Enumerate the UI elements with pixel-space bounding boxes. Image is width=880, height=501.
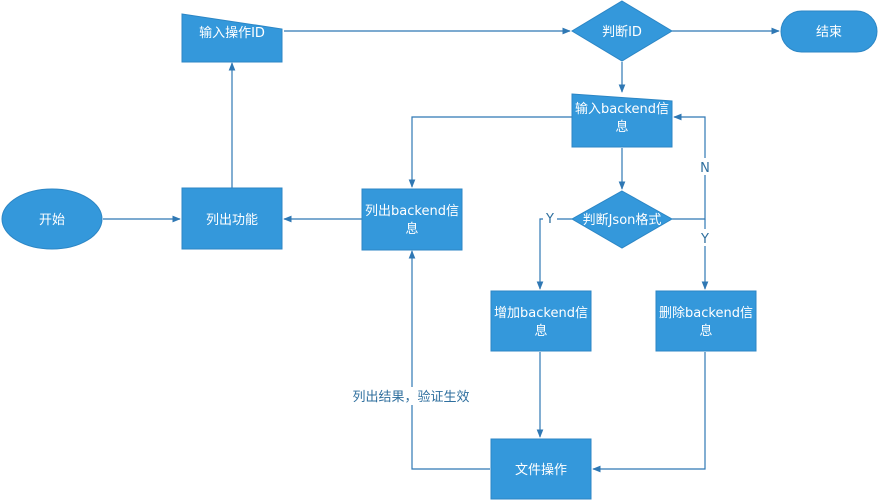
node-list-backend-line2: 息 — [405, 221, 418, 237]
node-file-op[interactable]: 文件操作 — [490, 438, 592, 500]
node-input-backend-line1: 输入backend信 — [575, 101, 669, 117]
node-input-backend-line2: 息 — [615, 119, 628, 135]
edge-labels: N Y Y 列出结果，验证生效 — [350, 158, 713, 405]
edge-file-op-to-list-backend — [408, 250, 490, 470]
node-add-backend[interactable]: 增加backend信 息 — [490, 290, 592, 352]
node-start[interactable]: 开始 — [1, 188, 103, 250]
node-input-op-id[interactable]: 输入操作ID — [181, 13, 283, 63]
node-delete-backend[interactable]: 删除backend信 息 — [655, 290, 757, 352]
node-add-backend-line2: 息 — [534, 323, 547, 339]
edge-label-y-right: Y — [700, 232, 709, 247]
node-list-features-label: 列出功能 — [206, 213, 258, 228]
node-judge-json-label: 判断Json格式 — [583, 212, 662, 228]
node-list-backend[interactable]: 列出backend信 息 — [361, 188, 463, 251]
edge-delete-backend-to-file-op — [592, 352, 706, 473]
edge-input-backend-to-list-backend — [408, 116, 572, 188]
node-delete-backend-line2: 息 — [699, 323, 712, 339]
node-list-backend-line1: 列出backend信 — [365, 204, 459, 219]
node-input-op-id-label: 输入操作ID — [199, 25, 265, 41]
edge-label-y-left: Y — [545, 212, 554, 227]
node-judge-id[interactable]: 判断ID — [571, 0, 673, 62]
node-end-label: 结束 — [816, 25, 842, 40]
node-list-features[interactable]: 列出功能 — [181, 187, 283, 250]
node-judge-id-label: 判断ID — [602, 25, 642, 40]
node-add-backend-line1: 增加backend信 — [494, 306, 588, 321]
edge-judge-json-to-add-backend — [536, 218, 572, 290]
node-start-label: 开始 — [39, 213, 65, 228]
node-delete-backend-line1: 删除backend信 — [659, 306, 753, 321]
edge-label-verify: 列出结果，验证生效 — [352, 389, 469, 405]
node-file-op-label: 文件操作 — [515, 462, 567, 478]
edge-label-n: N — [700, 161, 710, 176]
node-judge-json[interactable]: 判断Json格式 — [570, 190, 674, 249]
node-input-backend[interactable]: 输入backend信 息 — [571, 93, 673, 148]
node-end[interactable]: 结束 — [780, 10, 878, 53]
